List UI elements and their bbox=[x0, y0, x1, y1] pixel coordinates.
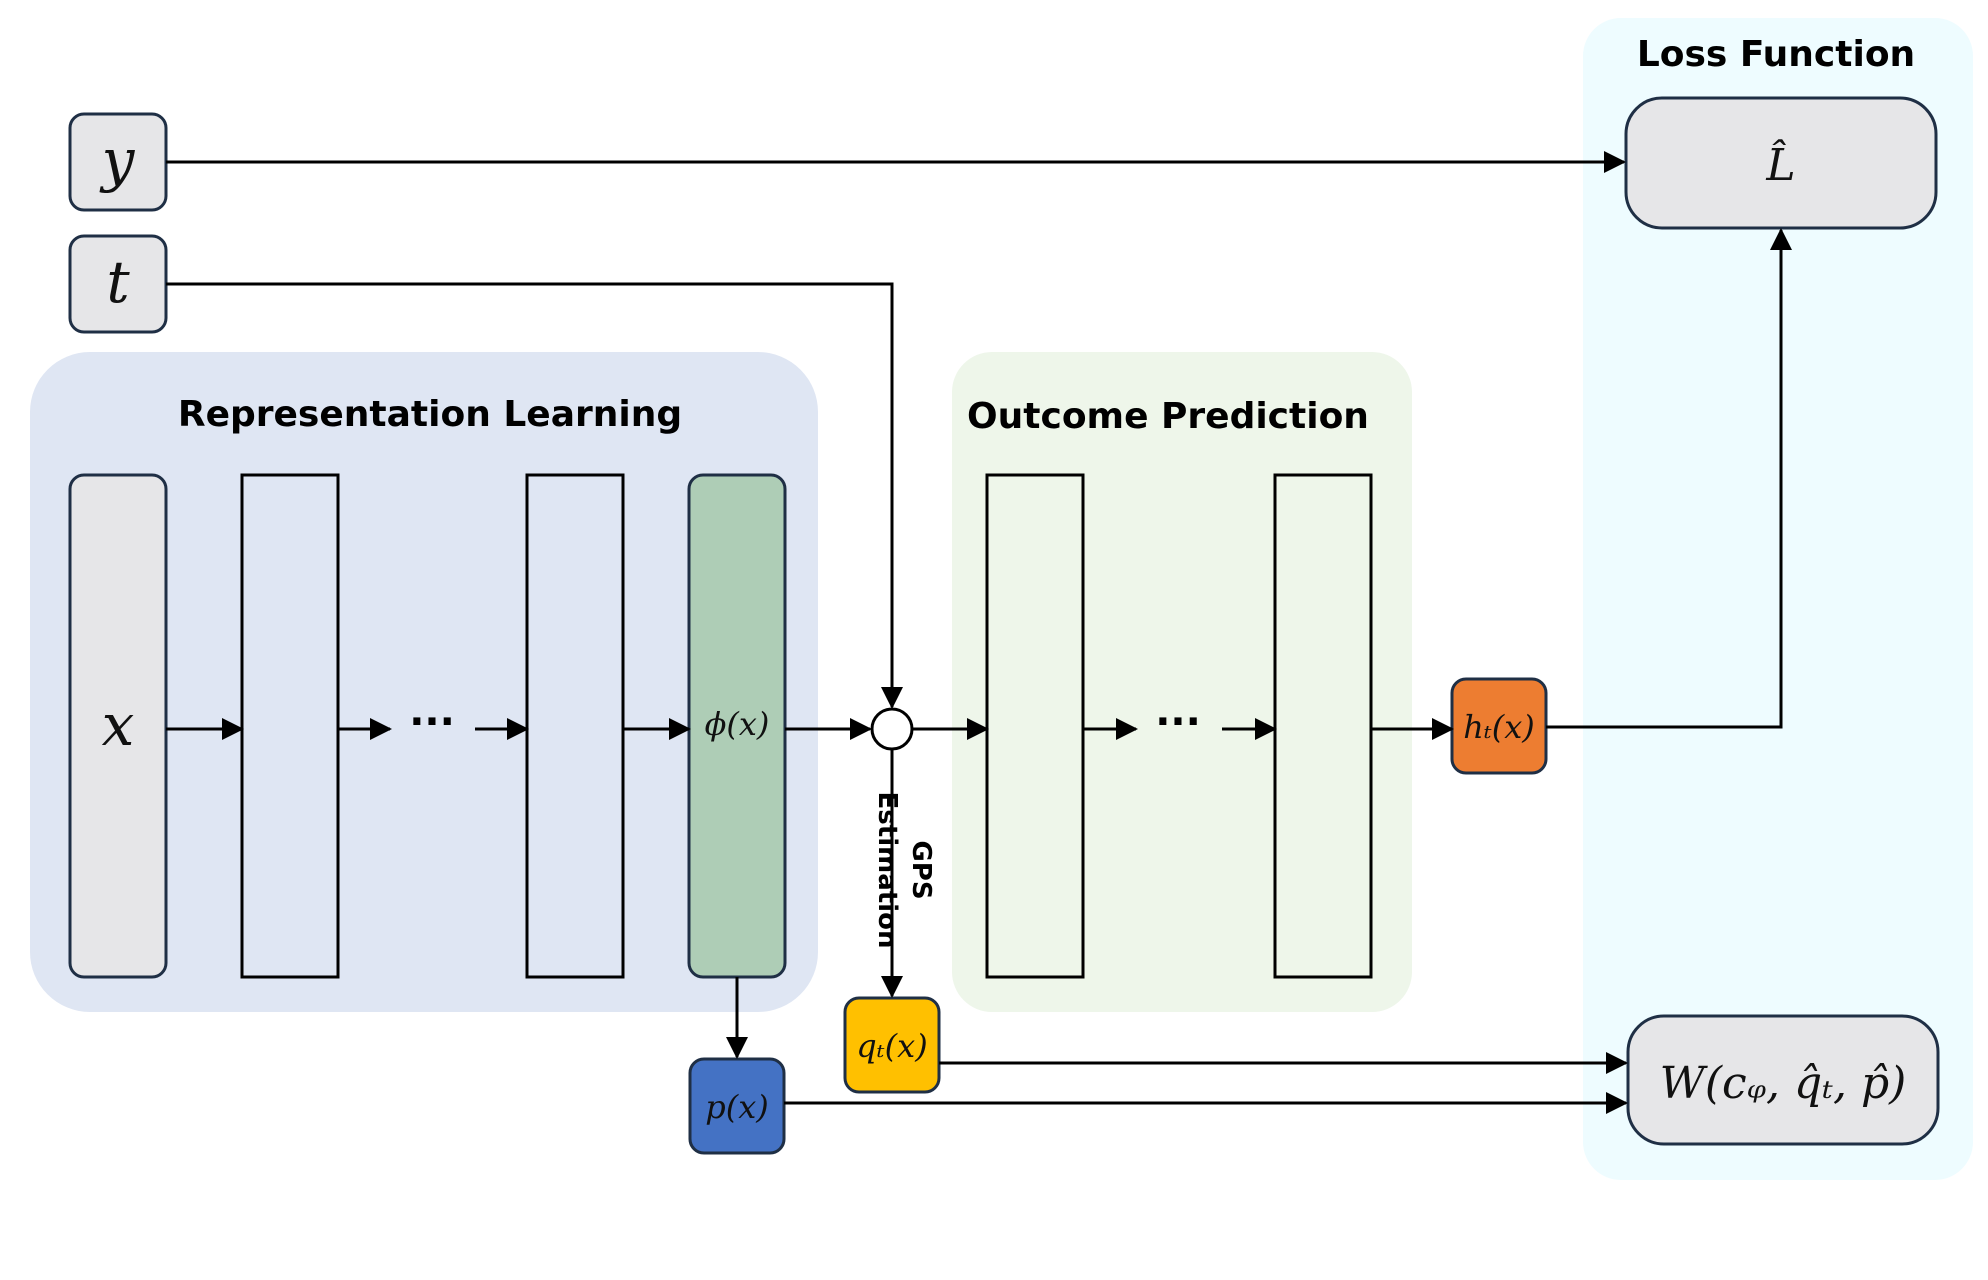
outcome-hidden-layer-2 bbox=[1273, 473, 1373, 979]
outcome-prediction-title: Outcome Prediction bbox=[967, 396, 1369, 437]
loss-function-title: Loss Function bbox=[1637, 34, 1915, 75]
t-label: t bbox=[106, 248, 130, 316]
x-input-layer bbox=[68, 473, 168, 979]
arrow-h-to-loss bbox=[1546, 228, 1792, 729]
gps-label-line1: GPS bbox=[906, 840, 936, 899]
wasserstein-label: W(cᵩ, q̂ₜ, p̂) bbox=[1660, 1058, 1907, 1109]
representation-learning-title: Representation Learning bbox=[178, 394, 682, 435]
q-label: qₜ(x) bbox=[856, 1027, 927, 1065]
h-label: hₜ(x) bbox=[1463, 708, 1535, 746]
gps-label-line2: Estimation bbox=[872, 792, 902, 949]
rep-ellipsis: ··· bbox=[409, 699, 455, 745]
rep-hidden-layer-2 bbox=[525, 473, 625, 979]
p-label: p(x) bbox=[705, 1088, 769, 1126]
p-box bbox=[688, 1057, 786, 1155]
loss-function-panel bbox=[1583, 18, 1973, 1180]
loss-hat-label: L̂ bbox=[1765, 138, 1795, 191]
rep-hidden-layer-1 bbox=[240, 473, 340, 979]
y-label: y bbox=[99, 126, 136, 194]
outcome-hidden-layer-1 bbox=[985, 473, 1085, 979]
arrow-t-to-concat bbox=[166, 282, 903, 709]
outcome-ellipsis: ··· bbox=[1155, 699, 1201, 745]
gps-estimation-label: GPS Estimation bbox=[872, 792, 936, 949]
concat-node bbox=[870, 707, 914, 751]
q-gps-box bbox=[843, 996, 941, 1094]
x-label: x bbox=[102, 691, 135, 759]
phi-label: ϕ(x) bbox=[705, 705, 770, 743]
wasserstein-box bbox=[1626, 1014, 1940, 1146]
